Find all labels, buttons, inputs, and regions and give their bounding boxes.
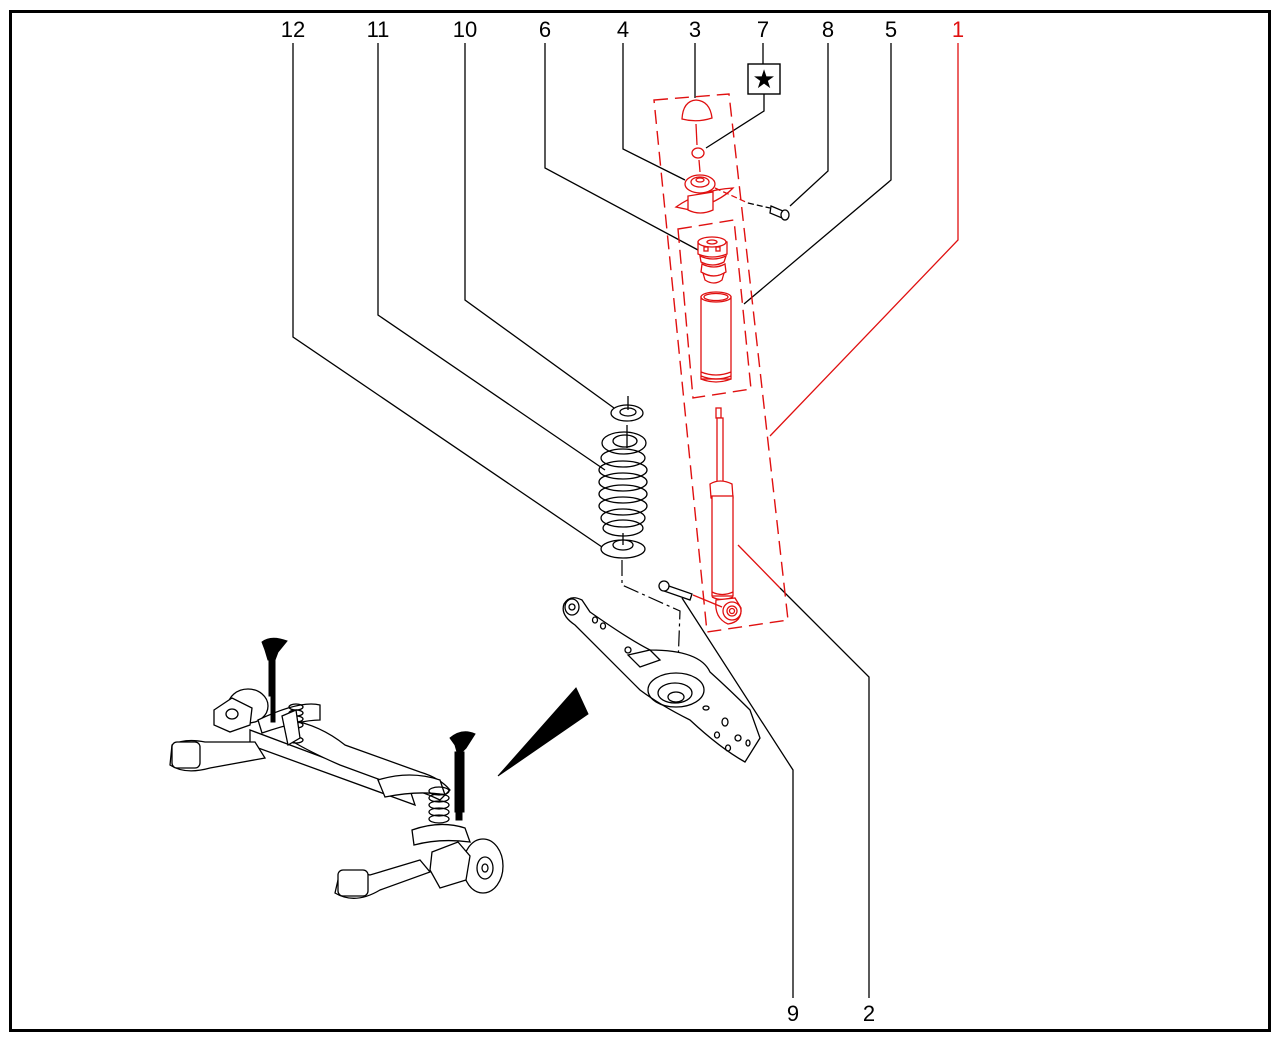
leader-2-black (779, 587, 870, 998)
axis-line (747, 202, 771, 209)
star-icon: ★ (752, 64, 775, 94)
star-box (747, 63, 781, 95)
leader-6 (544, 43, 699, 251)
lower-control-arm-part (562, 597, 761, 763)
diagram-frame (9, 10, 1271, 1032)
dust-cap-part (681, 99, 713, 122)
axis-line (621, 560, 681, 693)
lower-spring-seat-part (600, 533, 646, 559)
callout-9: 9 (787, 1001, 799, 1026)
leader-12 (292, 43, 603, 548)
mount-bolt-part (769, 205, 790, 221)
overview-shock-right (449, 731, 476, 821)
leader-4 (622, 43, 686, 181)
leader-5 (743, 43, 892, 305)
callout-labels: 12 11 10 6 4 3 7 8 5 1 9 2 (281, 17, 964, 1026)
leader-9 (681, 597, 794, 998)
callout-6: 6 (539, 17, 551, 42)
assembly-box-inner (677, 219, 752, 399)
callout-3: 3 (689, 17, 701, 42)
coil-spring-part (598, 425, 648, 537)
leader-2-red (737, 544, 781, 589)
leader-10 (464, 43, 615, 409)
assembly-box-outer (653, 93, 789, 633)
callout-7: 7 (757, 17, 769, 42)
shock-absorber-part (709, 407, 742, 625)
callout-2: 2 (863, 1001, 875, 1026)
overview-shock-left (261, 637, 288, 723)
leader-8 (789, 43, 829, 207)
callout-11: 11 (367, 17, 390, 42)
callout-8: 8 (822, 17, 834, 42)
axis-line (698, 159, 701, 173)
axis-line (714, 187, 749, 204)
overview-spring-right (428, 786, 450, 824)
lower-shock-bolt-part (658, 580, 693, 601)
pointer-arrow (497, 687, 589, 777)
nut-part (691, 147, 705, 159)
callout-10: 10 (453, 17, 477, 42)
leader-lines (292, 43, 892, 998)
star-marker: ★ (747, 63, 781, 95)
callout-12: 12 (281, 17, 305, 42)
callout-4: 4 (617, 17, 629, 42)
rear-axle-overview (169, 637, 504, 899)
leader-11 (377, 43, 606, 471)
axis-line (695, 123, 698, 146)
upper-spring-seat-part (610, 404, 644, 422)
axis-line (692, 594, 723, 608)
leader-1 (769, 43, 959, 437)
leader-7-bottom (705, 94, 765, 149)
top-mount-part (674, 174, 735, 214)
callout-1: 1 (952, 17, 964, 42)
callout-5: 5 (885, 17, 897, 42)
protective-boot-part (700, 291, 732, 383)
bump-stop-part (697, 236, 728, 284)
